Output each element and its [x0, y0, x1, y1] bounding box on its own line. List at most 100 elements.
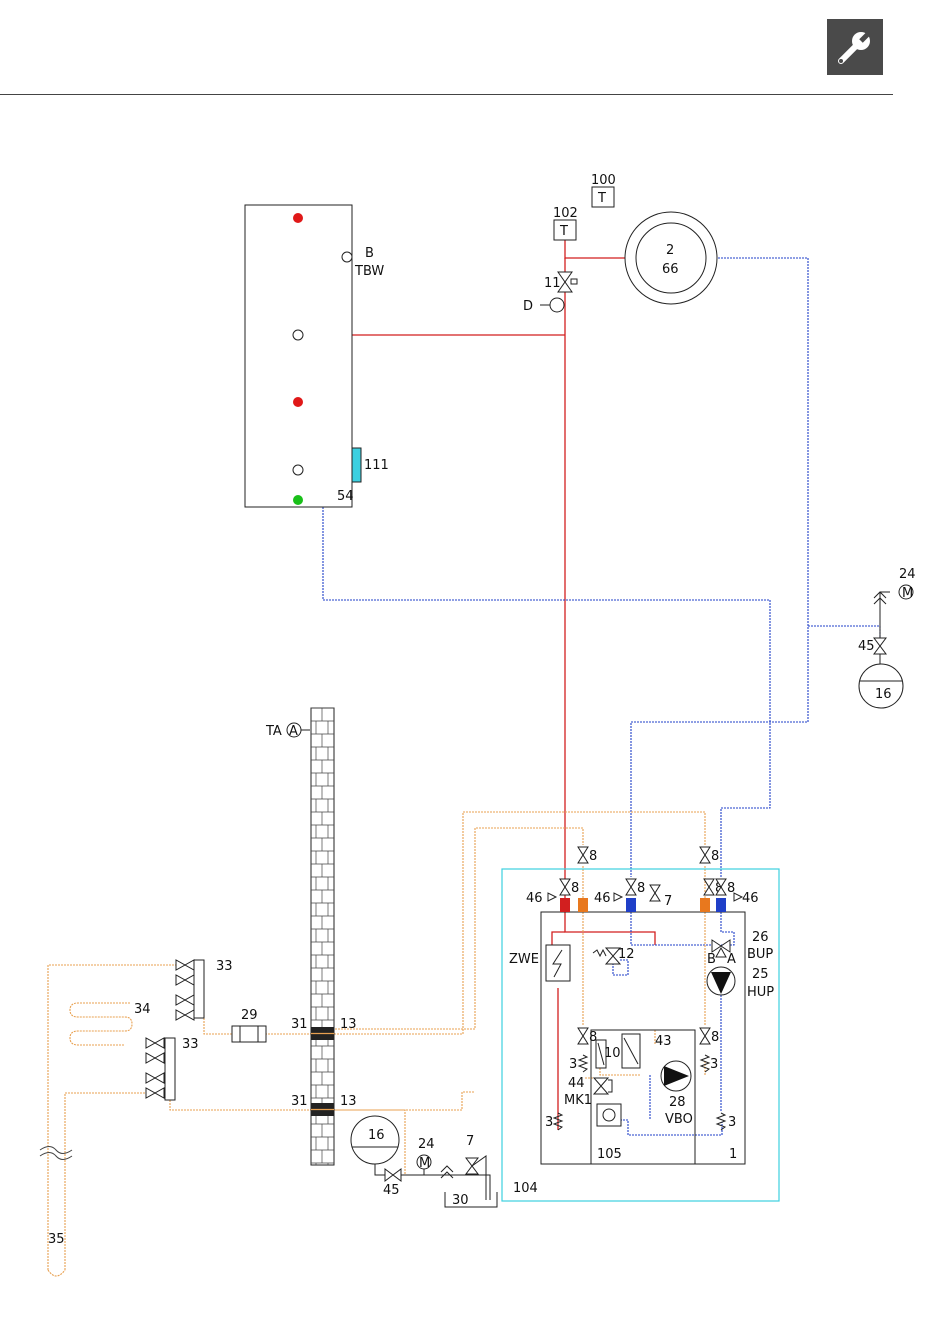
label-b-tank: B — [365, 246, 374, 261]
label-29: 29 — [241, 1008, 258, 1023]
label-12: 12 — [618, 947, 635, 962]
manifold-lower-valve-3 — [146, 1073, 164, 1083]
manifold-lower-valve-2 — [146, 1053, 164, 1063]
brine-distributor-upper: 33 — [176, 959, 233, 1020]
three-way-valve-11: 11 — [544, 272, 577, 292]
tank-port-return — [293, 465, 303, 475]
label-34: 34 — [134, 1002, 151, 1017]
label-d: D — [523, 299, 533, 314]
manometer-lower-m: M — [419, 1156, 430, 1171]
label-mk1: MK1 — [564, 1093, 592, 1108]
temperature-sensor-102: T 102 — [553, 206, 578, 240]
tank-port-green — [293, 495, 303, 505]
label-45-right: 45 — [858, 639, 875, 654]
safety-valve-7 — [650, 885, 660, 901]
port-supply-red — [560, 898, 570, 912]
label-105: 105 — [597, 1147, 622, 1162]
label-31-lower: 31 — [291, 1094, 308, 1109]
outdoor-sensor-ta: A TA — [265, 723, 310, 739]
tank-sensor-port — [342, 252, 352, 262]
label-25: 25 — [752, 967, 769, 982]
label-7-lower: 7 — [466, 1134, 474, 1149]
wall-outline — [311, 708, 334, 1165]
diffuser-d: D — [523, 298, 564, 314]
label-31-upper: 31 — [291, 1017, 308, 1032]
label-8-8: 8 — [711, 1030, 719, 1045]
tank-port-red-top — [293, 213, 303, 223]
label-11: 11 — [544, 276, 561, 291]
label-13-upper: 13 — [340, 1017, 357, 1032]
hot-water-tank: B TBW 111 54 — [245, 205, 389, 507]
manifold-upper-valve-3 — [176, 995, 194, 1005]
label-26: 26 — [752, 930, 769, 945]
shutoff-valve-8-7 — [578, 1028, 588, 1044]
label-30: 30 — [452, 1193, 469, 1208]
port-return-blue-2 — [716, 898, 726, 912]
label-3-1: 3 — [569, 1057, 577, 1072]
temperature-sensor-100: T 100 — [591, 173, 616, 207]
label-ta: TA — [265, 724, 282, 739]
label-hup: HUP — [747, 985, 774, 1000]
label-45-lower: 45 — [383, 1183, 400, 1198]
label-24-lower: 24 — [418, 1137, 435, 1152]
label-3-3: 3 — [545, 1115, 553, 1130]
drain-valve-46-3 — [734, 893, 742, 901]
drain-valve-46-1 — [548, 893, 556, 901]
manifold-upper-valve-4 — [176, 1010, 194, 1020]
label-vbo: VBO — [665, 1112, 693, 1127]
label-104: 104 — [513, 1181, 538, 1196]
label-3-4: 3 — [728, 1115, 736, 1130]
label-100: 100 — [591, 173, 616, 188]
manifold-upper-valve-1 — [176, 960, 194, 970]
label-35: 35 — [48, 1232, 65, 1247]
auxiliary-heater-zwe — [546, 945, 570, 981]
label-8-2: 8 — [711, 849, 719, 864]
label-33-lower: 33 — [182, 1037, 199, 1052]
label-8-4: 8 — [637, 881, 645, 896]
shutoff-valve-8-2 — [700, 847, 710, 863]
tank-port-red-mid — [293, 397, 303, 407]
label-2: 2 — [666, 243, 674, 258]
label-13-lower: 13 — [340, 1094, 357, 1109]
label-24-right: 24 — [899, 567, 916, 582]
label-46-a: 46 — [526, 891, 543, 906]
drain-valve-46-2 — [614, 893, 622, 901]
label-102: 102 — [553, 206, 578, 221]
shutoff-valve-8-1 — [578, 847, 588, 863]
label-33-upper: 33 — [216, 959, 233, 974]
mixer-valve-mk1 — [594, 1078, 608, 1094]
label-28: 28 — [669, 1095, 686, 1110]
sensor-100-t: T — [597, 191, 606, 206]
label-16-right: 16 — [875, 687, 892, 702]
sensor-102-t: T — [559, 224, 568, 239]
label-8-1: 8 — [589, 849, 597, 864]
manifold-upper-valve-2 — [176, 975, 194, 985]
label-3-2: 3 — [710, 1057, 718, 1072]
label-10: 10 — [604, 1046, 621, 1061]
shutoff-valve-8-8 — [700, 1028, 710, 1044]
spring-3-4 — [717, 1113, 725, 1130]
spring-3-1 — [579, 1055, 587, 1072]
label-46-c: 46 — [742, 891, 759, 906]
label-bup: BUP — [747, 947, 773, 962]
label-7-top: 7 — [664, 894, 672, 909]
pipes — [48, 240, 880, 1276]
label-66: 66 — [662, 262, 679, 277]
port-brine-out — [700, 898, 710, 912]
label-44: 44 — [568, 1076, 585, 1091]
label-b-valve: B — [707, 952, 716, 967]
tank-port-supply — [293, 330, 303, 340]
brine-distributor-lower: 33 — [146, 1037, 199, 1100]
label-16-lower: 16 — [368, 1128, 385, 1143]
expansion-vessel-right: M 24 45 16 — [858, 567, 916, 708]
manifold-lower-valve-1 — [146, 1038, 164, 1048]
port-brine-in — [578, 898, 588, 912]
label-zwe: ZWE — [509, 952, 539, 967]
label-tbw: TBW — [354, 264, 384, 279]
shutoff-valve-8-3 — [560, 879, 570, 895]
shutoff-valve-8-4 — [626, 879, 636, 895]
tank-heater-element — [352, 448, 361, 482]
label-54: 54 — [337, 489, 354, 504]
